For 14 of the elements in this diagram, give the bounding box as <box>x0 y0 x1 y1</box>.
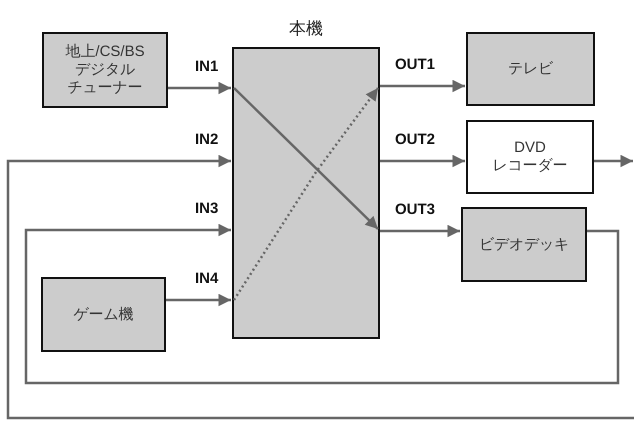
tv-box: テレビ <box>466 32 595 106</box>
arrow <box>380 154 465 168</box>
game-console-box: ゲーム機 <box>41 277 166 352</box>
arrow <box>594 154 633 168</box>
tuner-box: 地上/CS/BSデジタルチューナー <box>42 32 168 108</box>
arrow <box>380 224 460 238</box>
device-heading: 本機 <box>288 18 324 40</box>
recorder-box: DVDレコーダー <box>466 120 594 194</box>
arrow <box>380 80 465 92</box>
arrow <box>168 82 231 94</box>
arrow <box>6 154 634 420</box>
arrow <box>24 224 620 384</box>
arrow <box>166 294 231 306</box>
vcr-box: ビデオデッキ <box>461 207 587 282</box>
